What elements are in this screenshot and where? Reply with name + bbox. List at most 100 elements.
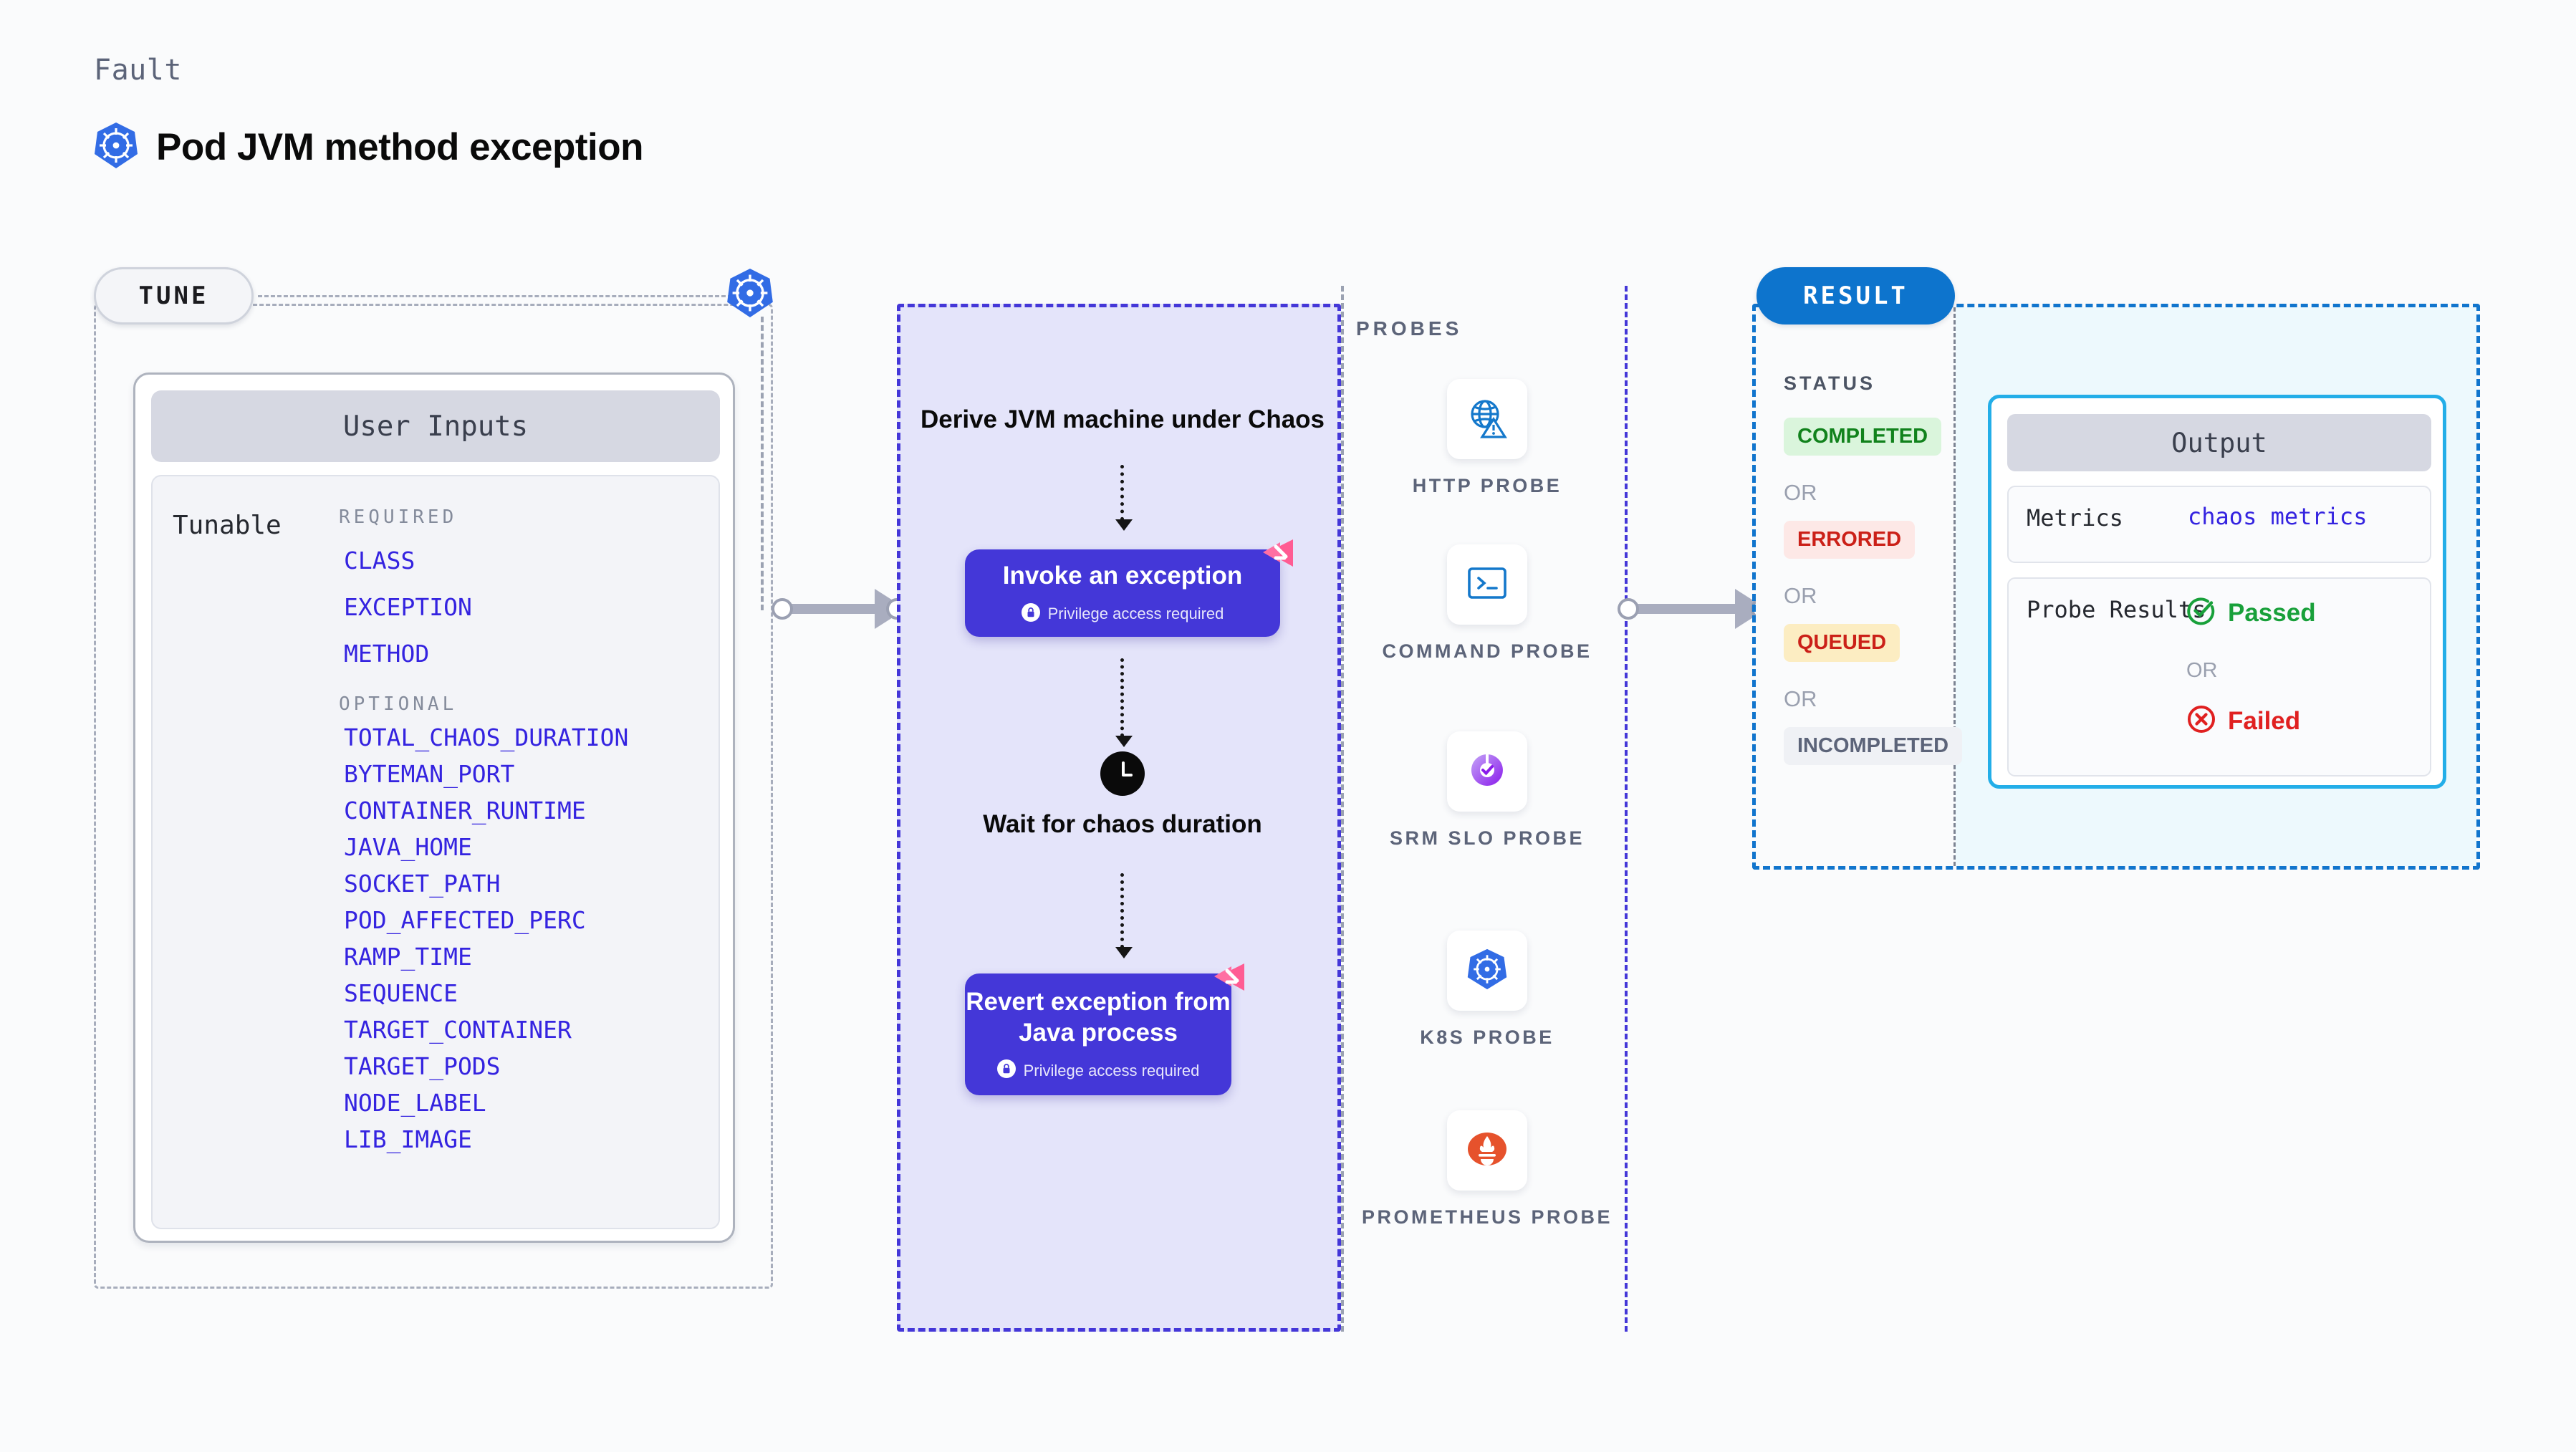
execution-section: Derive JVM machine under Chaos Invoke an… (897, 304, 1341, 1332)
connector-line (782, 604, 875, 614)
privilege-row: Privilege access required (1021, 602, 1224, 625)
connector-line (1628, 604, 1735, 614)
output-card: Output Metrics chaos metrics Probe Resul… (1988, 395, 2446, 789)
connector-source-dot (1618, 598, 1639, 620)
param-optional-lib-image[interactable]: LIB_IMAGE (344, 1125, 472, 1153)
status-badge-queued: QUEUED (1784, 624, 1900, 662)
connector-source-dot (772, 598, 793, 620)
probe-k8s[interactable]: K8S PROBE (1344, 931, 1630, 1050)
status-or-2: OR (1784, 583, 1817, 608)
optional-group-label: OPTIONAL (339, 693, 458, 715)
status-badge-errored: ERRORED (1784, 521, 1916, 559)
probes-section-label: PROBES (1356, 317, 1463, 340)
probe-label: K8S PROBE (1420, 1027, 1554, 1048)
execution-card-revert-exception[interactable]: Revert exception from Java process Privi… (965, 973, 1231, 1095)
param-optional-sequence[interactable]: SEQUENCE (344, 979, 458, 1007)
tune-pill-label[interactable]: TUNE (94, 267, 254, 324)
param-optional-socket-path[interactable]: SOCKET_PATH (344, 870, 501, 898)
failed-label: Failed (2228, 706, 2301, 735)
execution-card-title: Invoke an exception (1002, 562, 1243, 590)
param-optional-target-pods[interactable]: TARGET_PODS (344, 1052, 501, 1080)
probe-tile (1447, 1110, 1527, 1191)
probe-tile (1447, 379, 1527, 459)
probe-srm-slo[interactable]: SRM SLO PROBE (1344, 731, 1630, 851)
execution-card-invoke-exception[interactable]: Invoke an exception Privilege access req… (965, 549, 1280, 637)
x-circle-icon (2186, 704, 2216, 738)
probe-http[interactable]: HTTP PROBE (1344, 379, 1630, 499)
probe-result-passed: Passed (2186, 596, 2316, 630)
probe-result-or: OR (2186, 659, 2218, 682)
param-optional-total-chaos-duration[interactable]: TOTAL_CHAOS_DURATION (344, 723, 629, 751)
probe-label: HTTP PROBE (1412, 475, 1562, 496)
execution-flow: Derive JVM machine under Chaos Invoke an… (900, 307, 1345, 1335)
status-badge-incompleted: INCOMPLETED (1784, 727, 1963, 765)
param-optional-ramp-time[interactable]: RAMP_TIME (344, 943, 472, 971)
probe-label: COMMAND PROBE (1382, 640, 1592, 662)
probe-prometheus[interactable]: PROMETHEUS PROBE (1344, 1110, 1630, 1230)
param-optional-target-container[interactable]: TARGET_CONTAINER (344, 1016, 572, 1044)
litmus-chaos-icon (1208, 959, 1247, 1001)
output-card-header: Output (2007, 414, 2431, 471)
user-inputs-card: User Inputs Tunable REQUIRED CLASS EXCEP… (133, 372, 735, 1243)
probes-section: HTTP PROBE COMMAND PROBE (1341, 286, 1628, 1332)
clock-icon (1100, 751, 1145, 796)
param-required-exception[interactable]: EXCEPTION (344, 593, 472, 621)
result-status-column (1756, 307, 1956, 866)
output-metrics-row: Metrics chaos metrics (2007, 486, 2431, 563)
flow-arrow-1 (1115, 465, 1133, 531)
kubernetes-icon (94, 122, 138, 173)
probe-label: PROMETHEUS PROBE (1361, 1206, 1613, 1228)
tune-section (94, 304, 773, 1289)
probe-result-failed: Failed (2186, 704, 2300, 738)
param-optional-node-label[interactable]: NODE_LABEL (344, 1089, 486, 1117)
result-pill-label[interactable]: RESULT (1756, 267, 1955, 324)
privilege-note: Privilege access required (1047, 605, 1224, 623)
metrics-key: Metrics (2027, 504, 2123, 532)
metrics-value[interactable]: chaos metrics (2188, 503, 2368, 530)
param-optional-pod-affected-perc[interactable]: POD_AFFECTED_PERC (344, 906, 586, 934)
srm-slo-donut-icon (1466, 749, 1509, 795)
result-section (1752, 304, 2480, 870)
probe-tile (1447, 544, 1527, 625)
flow-arrow-3 (1115, 873, 1133, 958)
execution-wait-label: Wait for chaos duration (983, 810, 1262, 838)
param-optional-java-home[interactable]: JAVA_HOME (344, 833, 472, 861)
lock-icon (996, 1059, 1016, 1082)
required-group-label: REQUIRED (339, 506, 458, 528)
flow-arrow-2 (1115, 658, 1133, 747)
probe-command[interactable]: COMMAND PROBE (1344, 544, 1630, 664)
probe-tile (1447, 731, 1527, 812)
status-or-3: OR (1784, 686, 1817, 711)
output-probe-results-row: Probe Results Passed OR F (2007, 577, 2431, 777)
probe-results-key: Probe Results (2027, 596, 2206, 623)
param-required-method[interactable]: METHOD (344, 640, 430, 668)
globe-warning-icon (1465, 395, 1509, 443)
status-label: STATUS (1784, 372, 1875, 394)
user-inputs-body: Tunable REQUIRED CLASS EXCEPTION METHOD … (151, 475, 720, 1229)
privilege-row: Privilege access required (996, 1059, 1200, 1082)
status-or-1: OR (1784, 480, 1817, 505)
litmus-chaos-icon (1257, 535, 1296, 577)
passed-label: Passed (2228, 598, 2316, 627)
execution-step-derive-label: Derive JVM machine under Chaos (920, 405, 1325, 433)
lock-icon (1021, 602, 1040, 625)
probe-label: SRM SLO PROBE (1389, 827, 1585, 849)
user-inputs-header: User Inputs (151, 390, 720, 462)
tune-dashed-connector (258, 295, 745, 297)
parameter-column: REQUIRED CLASS EXCEPTION METHOD OPTIONAL… (339, 506, 711, 1153)
param-optional-container-runtime[interactable]: CONTAINER_RUNTIME (344, 797, 586, 824)
check-circle-icon (2186, 596, 2216, 630)
page-title-row: Pod JVM method exception (94, 122, 644, 173)
privilege-note: Privilege access required (1023, 1061, 1200, 1080)
page-title: Pod JVM method exception (156, 126, 644, 168)
execution-card-title: Revert exception from Java process (966, 987, 1231, 1047)
param-optional-byteman-port[interactable]: BYTEMAN_PORT (344, 760, 515, 788)
param-required-class[interactable]: CLASS (344, 547, 415, 574)
tunable-label: Tunable (173, 511, 282, 540)
terminal-icon (1466, 564, 1508, 606)
status-badge-completed: COMPLETED (1784, 418, 1942, 456)
page-eyebrow: Fault (94, 54, 182, 87)
prometheus-icon (1465, 1128, 1509, 1173)
kubernetes-icon (726, 268, 774, 322)
